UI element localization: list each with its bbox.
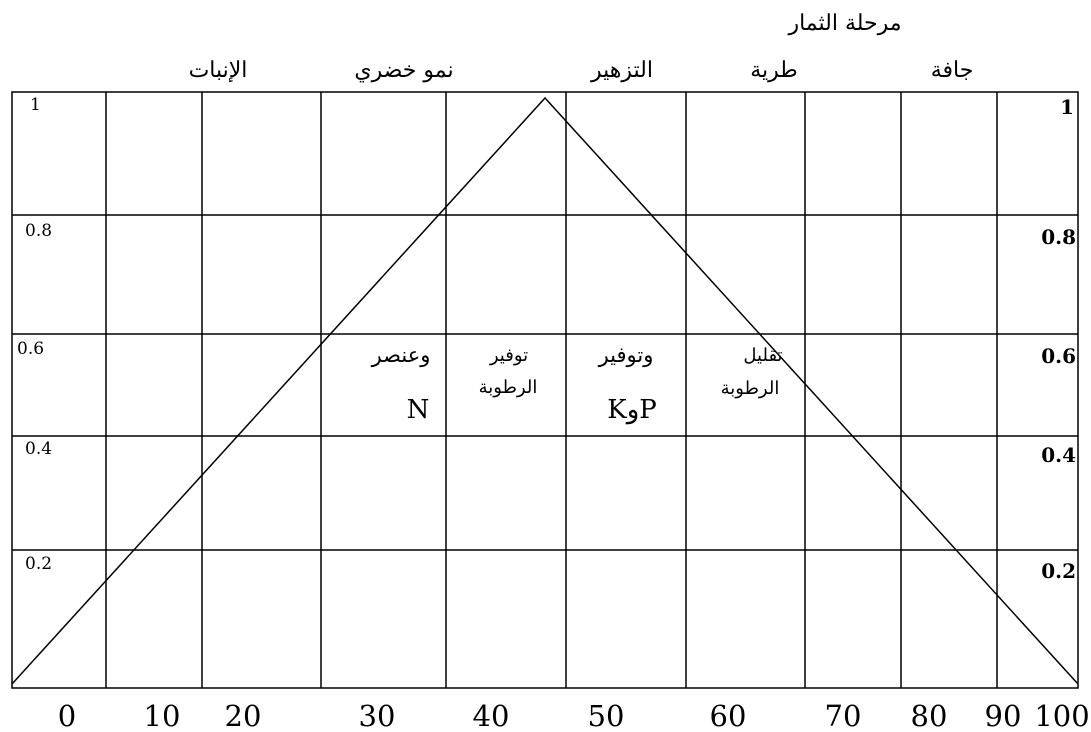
x-tick-label: 40 — [473, 699, 510, 732]
pk-note-line1: وتوفير — [598, 343, 654, 368]
left-tick-label: 0.6 — [17, 339, 44, 359]
x-tick-label: 70 — [825, 699, 862, 732]
nitrogen-note-line2: N — [407, 395, 430, 425]
right-tick-label: 0.4 — [1041, 443, 1076, 467]
reduce-moisture-note-line2: الرطوبة — [721, 378, 780, 399]
x-tick-label: 10 — [144, 699, 181, 732]
dry-fruit-label: جافة — [931, 58, 974, 83]
fresh-fruit-label: طرية — [750, 58, 798, 83]
x-tick-label: 30 — [359, 699, 396, 732]
right-y-ticks: 1 0.8 0.6 0.4 0.2 — [1041, 95, 1076, 583]
right-tick-label: 0.8 — [1041, 225, 1076, 249]
moisture-note-line2: الرطوبة — [479, 377, 538, 398]
stage-labels: مرحلة الثمار الإنبات نمو خضري التزهير طر… — [189, 11, 974, 83]
right-tick-label: 0.6 — [1041, 344, 1076, 368]
x-tick-label: 80 — [911, 699, 948, 732]
cell-notes: وعنصر N توفير الرطوبة وتوفير KوP تقليل ا… — [371, 343, 783, 425]
moisture-note-line1: توفير — [489, 345, 528, 366]
reduce-moisture-note-line1: تقليل — [743, 345, 782, 366]
x-tick-label: 60 — [710, 699, 747, 732]
pk-note-line2: KوP — [607, 395, 657, 425]
fruit-stage-label: مرحلة الثمار — [787, 11, 901, 36]
grid-border — [11, 91, 1079, 689]
x-tick-label: 100 — [1034, 699, 1089, 732]
x-tick-label: 50 — [588, 699, 625, 732]
left-tick-label: 0.2 — [25, 554, 52, 574]
x-tick-label: 20 — [225, 699, 262, 732]
growth-curve-triangle — [11, 96, 1079, 685]
right-tick-label: 0.2 — [1041, 559, 1076, 583]
vegetative-growth-label: نمو خضري — [354, 58, 453, 83]
right-tick-label: 1 — [1060, 95, 1074, 119]
x-tick-label: 0 — [58, 699, 76, 732]
germination-label: الإنبات — [189, 58, 248, 83]
left-y-ticks: 1 0.8 0.6 0.4 0.2 — [17, 95, 52, 574]
flowering-label: التزهير — [590, 58, 653, 83]
left-tick-label: 0.8 — [25, 221, 52, 241]
x-axis-ticks: 0 10 20 30 40 50 60 70 80 90 100 — [58, 699, 1090, 732]
left-tick-label: 0.4 — [25, 439, 52, 459]
grid-table — [11, 91, 1079, 689]
x-tick-label: 90 — [985, 699, 1022, 732]
left-tick-label: 1 — [30, 95, 41, 115]
nitrogen-note-line1: وعنصر — [371, 343, 431, 368]
